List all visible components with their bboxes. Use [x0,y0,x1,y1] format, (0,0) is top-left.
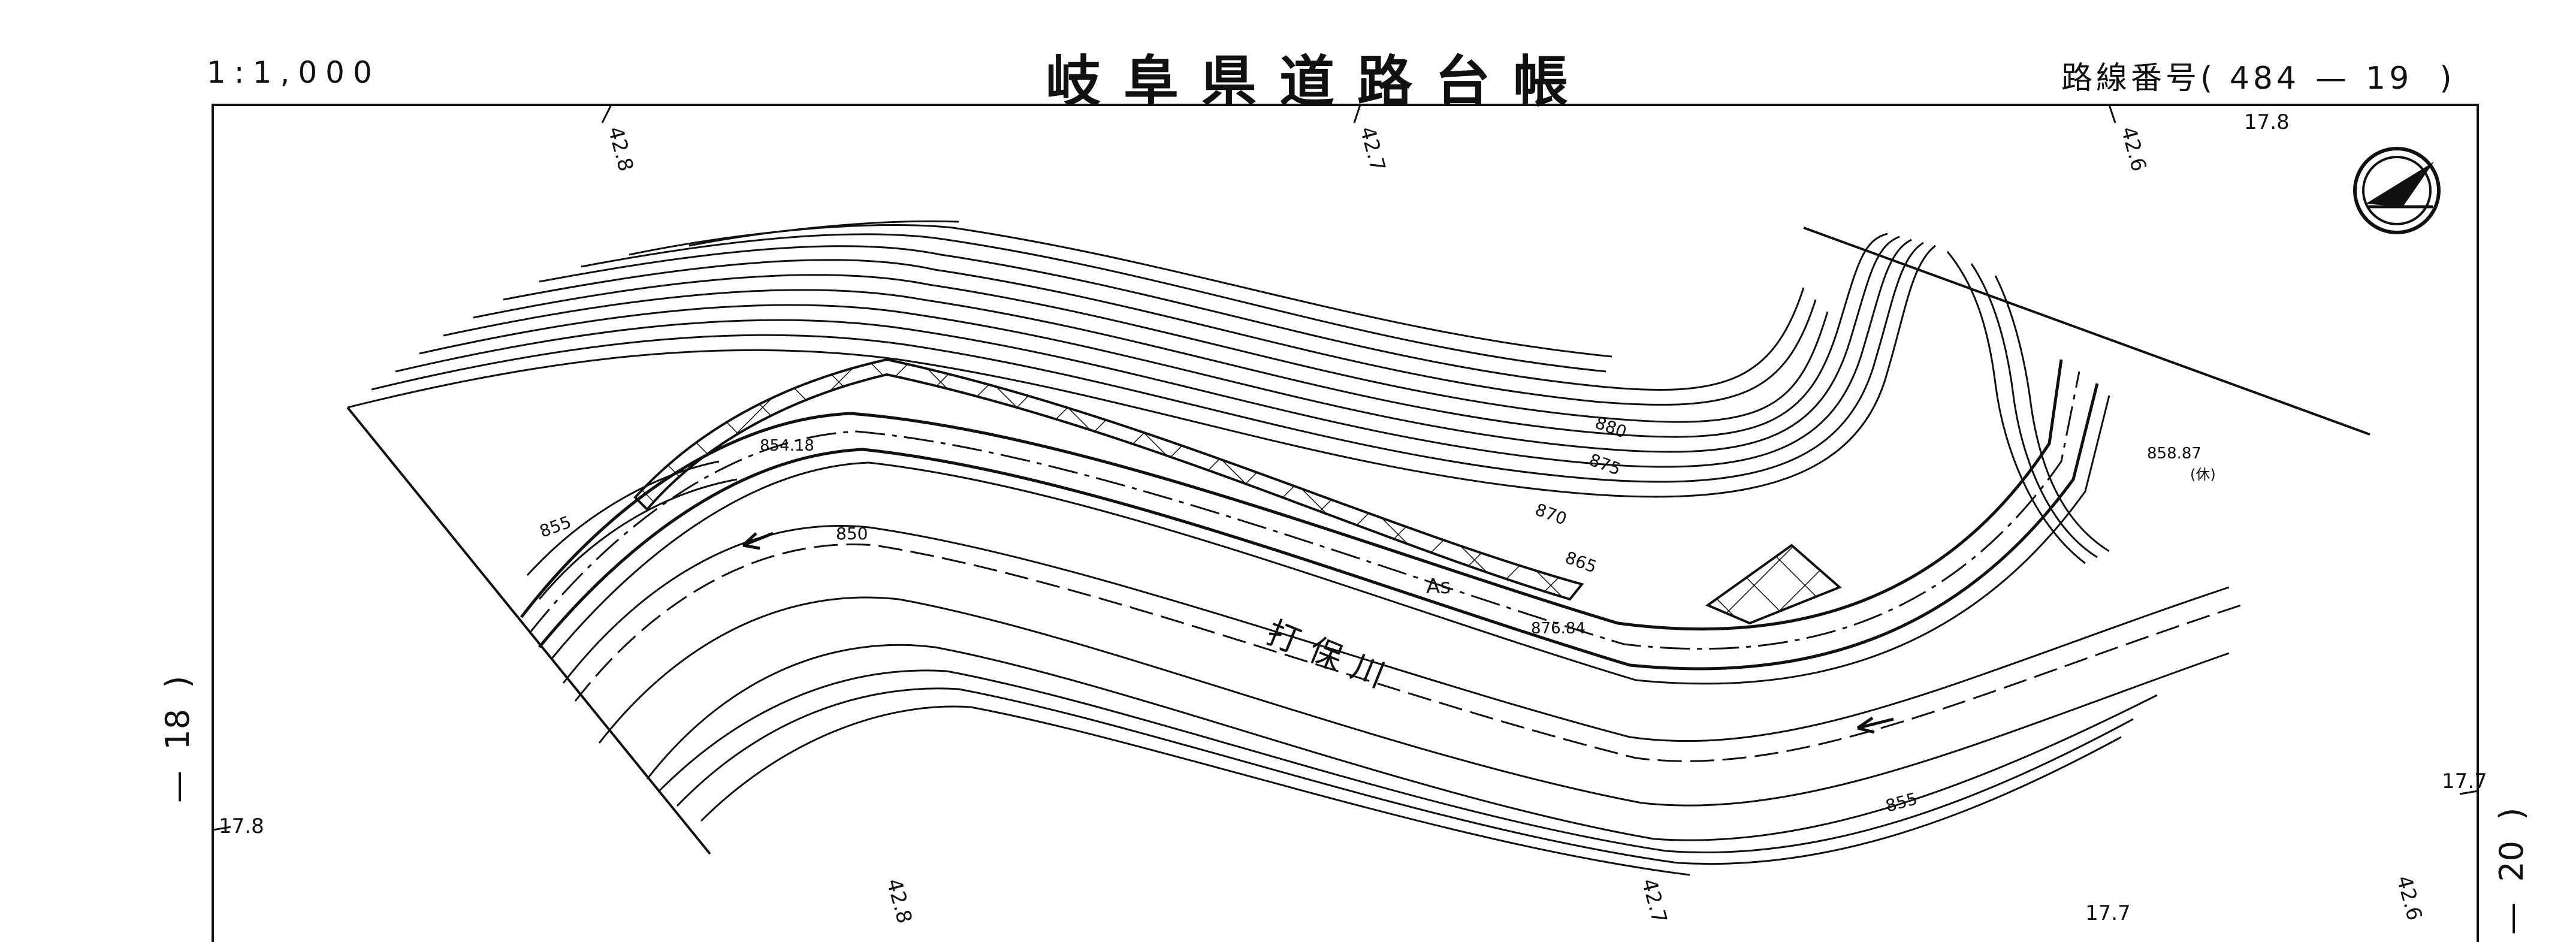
contour-label: 870 [1533,500,1570,529]
north-arrow-icon [2353,147,2441,234]
route-sub-number: 19 [2366,61,2413,96]
route-number-label: 路線番号( 484—19 ) [2061,61,2456,96]
pavement-label: As [1426,575,1451,599]
grid-label-top: 42.6 [2116,124,2151,174]
retaining-wall-hatch-east [1705,544,1842,625]
flow-arrows [742,532,1894,734]
elevation-point: 854.18 [760,437,814,455]
grid-label-bottom: 42.7 [1636,876,1671,926]
map-boundary [346,227,2370,855]
grid-label-bottom: 42.8 [881,876,916,926]
map-scale: 1:1,000 [207,55,380,90]
contour-label: 875 [1587,450,1624,479]
grid-label-top: 17.8 [2244,110,2290,134]
contour-lines-lower [526,460,2134,876]
grid-label-top: 42.7 [1355,124,1390,174]
elevation-point: 858.87 [2147,445,2201,463]
grid-ticks [212,104,2478,831]
road-centerline [529,371,2080,650]
contour-label: 850 [836,524,868,544]
route-number: 484 [2229,61,2300,96]
elevation-point: 876.84 [1531,620,1586,638]
road-edges [520,359,2110,685]
contour-label: 865 [1563,548,1600,577]
contour-label: 855 [1883,789,1919,816]
rest-area-label: (休) [2190,466,2216,483]
river-name: 打保川 [1261,614,1402,700]
page-title: 岐阜県道路台帳 [1046,50,1591,114]
retaining-wall-hatch [633,358,1584,601]
grid-label-bottom: 17.7 [2085,901,2131,925]
grid-label-top: 42.8 [603,124,638,174]
contour-lines-upper [347,220,2110,564]
contour-label: 880 [1593,413,1630,442]
grid-label-bottom: 42.6 [2391,873,2426,923]
route-label: 路線番号 [2061,61,2201,96]
grid-label-left: 17.8 [219,814,264,838]
grid-label-right: 17.7 [2442,769,2487,793]
map-frame [212,104,2479,942]
